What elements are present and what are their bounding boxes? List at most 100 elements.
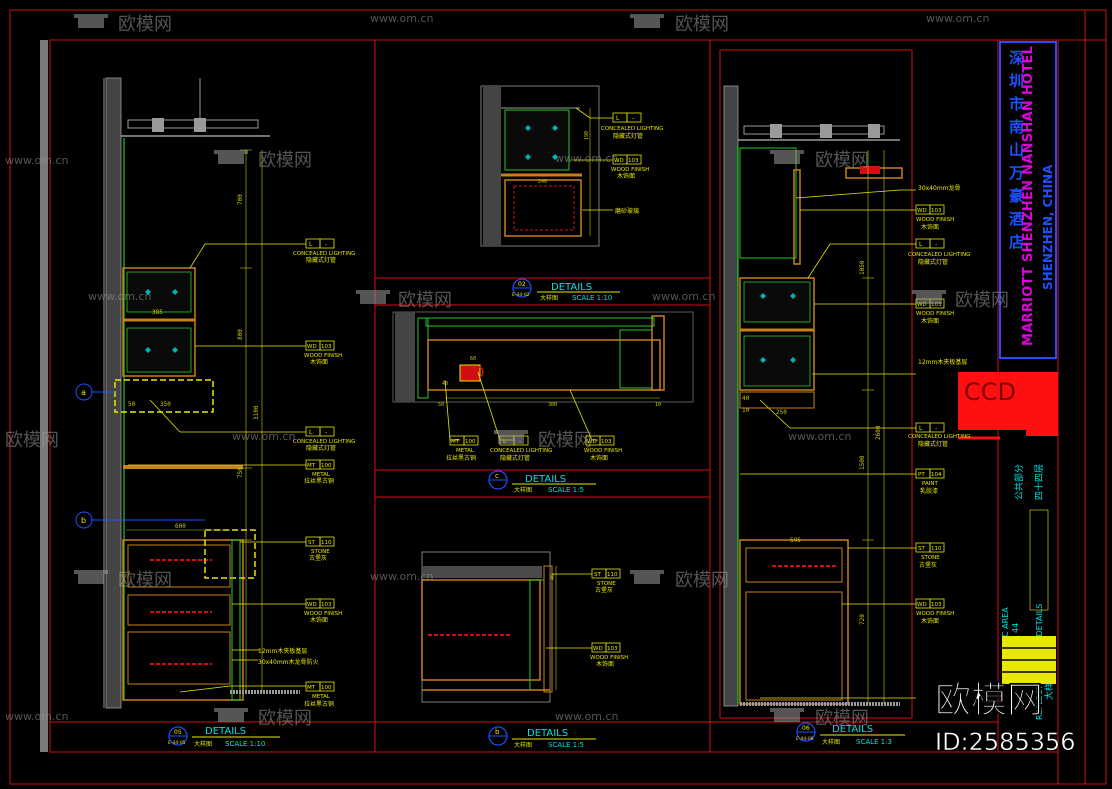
callout-cn: 木饰面 [310,358,328,366]
callout-wood-finish-2: WD 103 WOOD FINISH 木饰面 [304,598,342,624]
callout-code: MT [451,439,460,445]
watermark-brand: 欧模网 [815,150,869,171]
callout-code: WD [917,602,927,608]
callout-concealed-r1: L - CONCEALED LIGHTING 隐藏式灯管 [908,238,970,266]
callout-en: WOOD FINISH [584,448,622,454]
dim-250: 250 [776,409,787,416]
detail-subtitle: 大样图 [822,738,840,746]
callout-cn: 乳胶漆 [920,487,938,495]
callout-num: 103 [321,344,332,350]
callout-en: WOOD FINISH [590,655,628,661]
callout-en: STONE [597,581,616,587]
dim-700: 700 [237,194,244,205]
detail-title: DETAILS [205,726,246,737]
watermark-site: www.om.cn [232,430,295,443]
callout-paint-r: PT 104 PAINT 乳胶漆 [915,468,945,495]
project-name-en: MARRIOTT SHENZHEN NANSHAN HOTEL [1021,46,1036,346]
callout-num: 103 [628,158,639,164]
callout-cn: 古堡灰 [595,586,613,594]
callout-en: PAINT [922,481,938,487]
callout-en: CONCEALED LIGHTING [908,434,970,440]
callout-code: ST [308,540,315,546]
callout-code: MT [307,463,316,469]
callout-code: ST [918,546,925,552]
callout-en: METAL [312,472,331,478]
level-cn: 四十四层 [1033,464,1045,500]
callout-en: WOOD FINISH [611,167,649,173]
detail-scale: SCALE 1:5 [548,486,584,494]
callout-cn: 隐藏式灯管 [918,440,948,448]
callout-en: CONCEALED LIGHTING [908,252,970,258]
callout-code: ST [594,572,601,578]
callout-cn: 隐藏式灯管 [306,444,336,452]
callout-code: L [919,425,923,432]
callout-code: PT [918,472,925,478]
detail-ref: E-44-05 [168,740,186,746]
detail-05-callouts: L - CONCEALED LIGHTING 隐藏式灯管 WD 103 WOOD… [258,238,355,708]
callout-num: - [935,425,937,432]
dim-800: 800 [237,329,244,340]
area-cn: 公共部分 [1013,464,1025,500]
title-block: 深圳市南山万豪酒店 MARRIOTT SHENZHEN NANSHAN HOTE… [958,41,1058,720]
detail-subtitle: 大样图 [514,741,532,749]
callout-cn: 隐藏式灯管 [306,256,336,264]
watermark-brand: 欧模网 [118,14,172,35]
callout-code: MT [307,685,316,691]
callout-num: - [325,241,327,248]
detail-b-drawing: 40 ST 110 STONE 古堡灰 WD 103 WOOD FINISH 木… [421,551,628,703]
section-marker-b: b [81,516,86,525]
detail-title: DETAILS [525,474,566,485]
callout-cn: 拉丝黑古铜 [304,477,334,485]
callout-en: METAL [312,694,331,700]
dim-1500: 1500 [859,455,866,470]
callout-cn: 隐藏式灯管 [918,258,948,266]
watermark-site: www.om.cn [926,12,989,25]
callout-cn: 木饰面 [590,454,608,462]
watermark-site: www.om.cn [5,154,68,167]
dim-10-r: 10 [742,407,750,414]
callout-cn: 木饰面 [921,317,939,325]
callout-en: WOOD FINISH [916,311,954,317]
callout-num: 103 [931,302,942,308]
callout-en: WOOD FINISH [916,611,954,617]
detail-scale: SCALE 1:5 [548,741,584,749]
callout-code: WD [917,302,927,308]
callout-num: 110 [931,546,942,552]
callout-en: STONE [921,555,940,561]
dim-240-top: 240 [538,179,547,185]
callout-en: CONCEALED LIGHTING [490,448,552,454]
section-marker-a: a [81,388,86,397]
callout-cn: 木饰面 [310,616,328,624]
dim-1050: 1050 [859,260,866,275]
callout-cn: 隐藏式灯管 [613,132,643,140]
callout-code: L [919,241,923,248]
detail-06-drawing: 1050 2600 1500 720 595 250 40 10 30x40mm… [723,85,970,707]
callout-num: 100 [321,463,332,469]
detail-subtitle: 大样图 [194,740,212,748]
ccd-logo: CCD [964,378,1016,406]
callout-code: WD [593,646,603,652]
callout-cn: 木饰面 [596,660,614,668]
callout-en: METAL [456,448,475,454]
note-batten-1: 30x40mm木龙骨防火 [258,658,319,666]
watermark-brand: 欧模网 [675,14,729,35]
callout-num: 103 [931,602,942,608]
callout-code: WD [587,439,597,445]
callout-en: WOOD FINISH [304,611,342,617]
callout-stone-1: ST 110 STONE 古堡灰 [305,536,335,562]
detail-number: 05 [174,729,182,736]
callout-en: CONCEALED LIGHTING [293,251,355,257]
callout-cn: 拉丝黑古铜 [304,700,334,708]
dim-300-c: 300 [548,402,557,408]
callout-code: WD [307,602,317,608]
detail-title: DETAILS [832,724,873,735]
callout-num: 103 [607,646,618,652]
detail-title: DETAILS [527,728,568,739]
callout-num: 110 [321,540,332,546]
watermark-site: www.om.cn [88,290,151,303]
detail-top-drawing: 190 240 L - CONCEALED LIGHTING 隐藏式灯管 WD … [480,85,663,247]
detail-scale: SCALE 1:10 [572,294,612,302]
dim-40-b: 40 [550,574,556,580]
callout-en: CONCEALED LIGHTING [293,439,355,445]
dim-2600: 2600 [875,425,882,440]
